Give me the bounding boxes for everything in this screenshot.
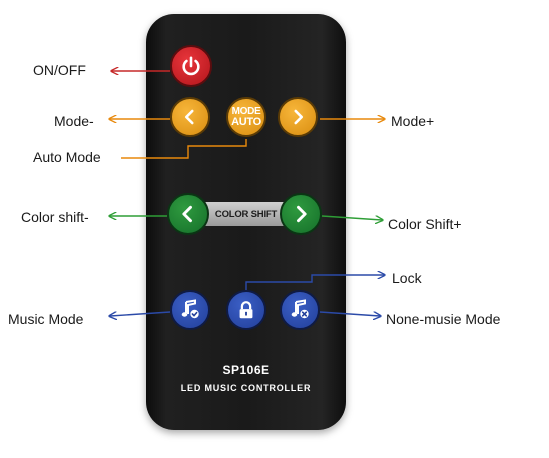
chevron-right-icon: [294, 109, 304, 125]
label-lock: Lock: [392, 270, 422, 286]
label-none-music-mode: None-musie Mode: [386, 311, 501, 327]
power-button[interactable]: [170, 45, 212, 87]
music-mode-button[interactable]: [170, 290, 210, 330]
label-mode-minus: Mode-: [54, 113, 94, 129]
none-music-mode-button[interactable]: [280, 290, 320, 330]
label-music-mode: Music Mode: [8, 311, 84, 327]
color-shift-plus-button[interactable]: [280, 193, 322, 235]
label-color-shift-minus: Color shift-: [21, 209, 89, 225]
mode-minus-button[interactable]: [170, 97, 210, 137]
power-icon: [182, 56, 200, 76]
mode-auto-label: MODE AUTO: [231, 105, 261, 128]
chevron-right-icon: [297, 205, 307, 223]
padlock-icon: [239, 301, 253, 319]
model-name: SP106E: [222, 363, 270, 377]
label-color-shift-plus: Color Shift+: [388, 216, 462, 232]
chevron-left-icon: [184, 109, 194, 125]
mode-plus-button[interactable]: [278, 97, 318, 137]
lock-button[interactable]: [226, 290, 266, 330]
chevron-left-icon: [182, 205, 192, 223]
color-shift-minus-button[interactable]: [167, 193, 209, 235]
music-note-cancel-icon: [291, 299, 309, 319]
model-subtitle: LED MUSIC CONTROLLER: [180, 383, 312, 393]
mode-auto-line1: MODE: [231, 105, 261, 117]
mode-auto-line2: AUTO: [231, 115, 261, 128]
label-auto-mode: Auto Mode: [33, 149, 101, 165]
label-on-off: ON/OFF: [33, 62, 86, 78]
mode-auto-button[interactable]: MODE AUTO: [226, 97, 266, 137]
label-mode-plus: Mode+: [391, 113, 435, 129]
music-note-check-icon: [181, 299, 199, 319]
